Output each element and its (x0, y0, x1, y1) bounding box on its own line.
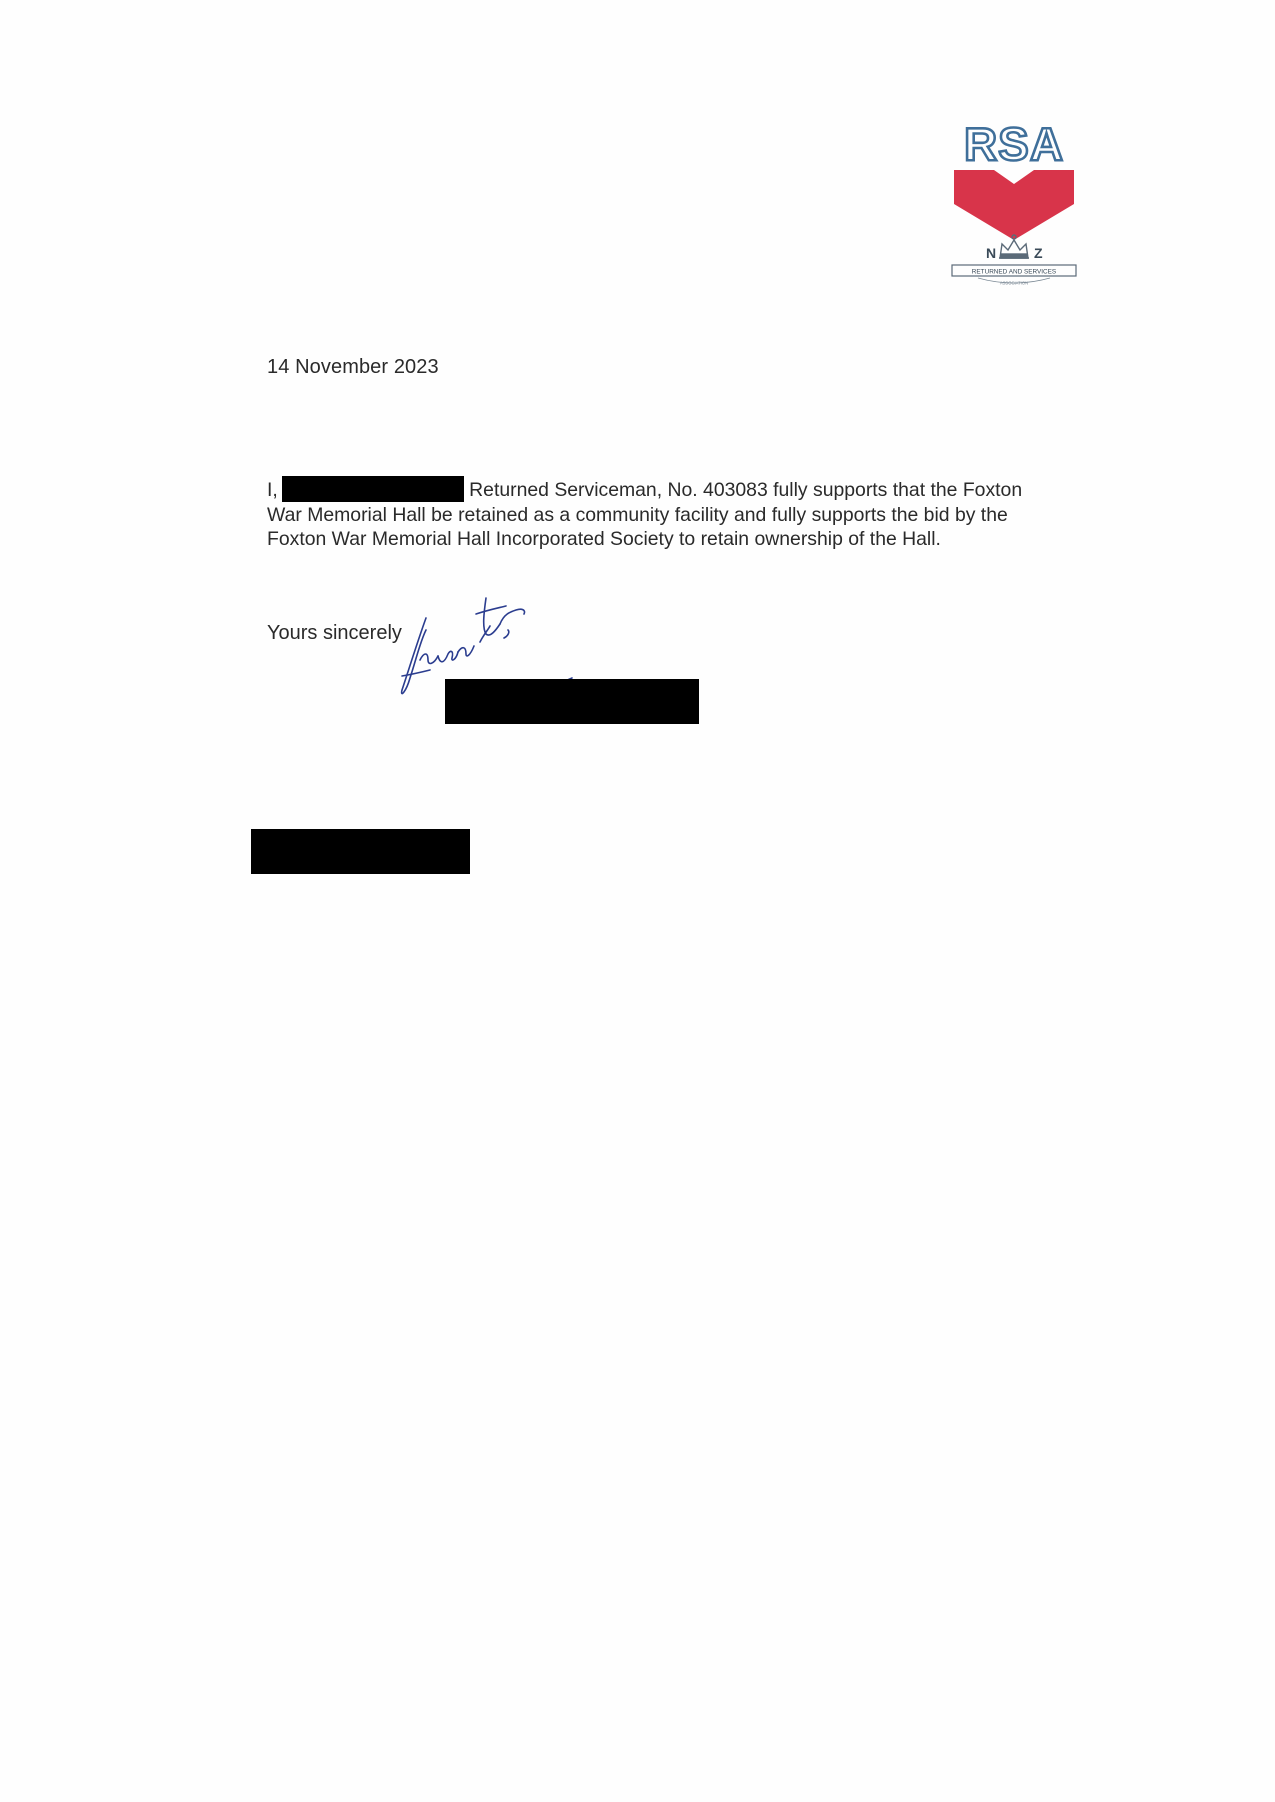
handwritten-signature (396, 580, 576, 720)
rsa-logo: RSA N Z RETURNED AND SERVICES ASSOCIATIO… (948, 118, 1080, 288)
crown-icon (999, 234, 1029, 259)
redacted-name (281, 476, 464, 502)
letter-date: 14 November 2023 (267, 356, 439, 378)
logo-heart-shape (954, 170, 1074, 240)
signature-strokes (400, 597, 573, 695)
logo-banner-text: RETURNED AND SERVICES (972, 269, 1056, 276)
logo-arc (977, 277, 1051, 284)
redacted-footer-block (251, 829, 470, 874)
salutation-prefix: I, (267, 479, 278, 501)
logo-sub-text: ASSOCIATION (1000, 281, 1028, 286)
rsa-logo-graphic: RSA N Z RETURNED AND SERVICES ASSOCIATIO… (951, 118, 1077, 286)
closing-text: Yours sincerely (267, 622, 402, 644)
logo-letter-z: Z (1034, 245, 1043, 261)
logo-banner (951, 264, 1077, 277)
body-text: Returned Serviceman, No. 403083 fully su… (267, 479, 1023, 550)
redacted-signatory-name (445, 679, 699, 724)
letter-body-paragraph: I, Returned Serviceman, No. 403083 fully… (267, 476, 1027, 552)
logo-wordmark: RSA (964, 118, 1064, 170)
logo-letter-n: N (986, 245, 996, 261)
